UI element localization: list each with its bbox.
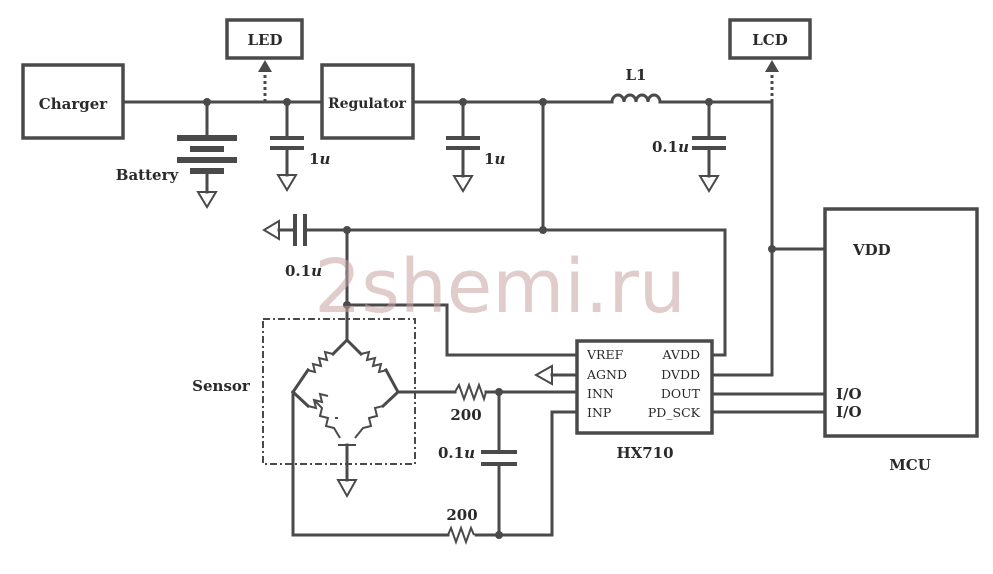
sensor-bridge: Sensor [192, 318, 416, 499]
lcd-block: LCD [728, 18, 812, 60]
cap-1u-right-unit: u [494, 150, 505, 168]
svg-text:0.1u: 0.1u [652, 138, 689, 156]
cap-01u-decoupling-unit: u [311, 262, 322, 280]
lcd-arrow [765, 60, 779, 102]
capacitor-1u-left: 1u [270, 136, 330, 192]
cap-01u-decoupling-value: 0.1 [285, 262, 311, 280]
cap-01u-filter-unit: u [464, 444, 475, 462]
lcd-label: LCD [752, 31, 788, 49]
inductor-label: L1 [626, 66, 647, 84]
regulator-block: Regulator [320, 63, 415, 140]
io-label-1: I/O [836, 385, 862, 403]
cap-01u-l1-value: 0.1 [652, 138, 678, 156]
cap-1u-left-unit: u [319, 150, 330, 168]
io-label-2: I/O [836, 403, 862, 421]
hx710-label: HX710 [616, 444, 673, 462]
watermark: 2shemi.ru [314, 244, 686, 330]
capacitor-1u-right: 1u [446, 136, 505, 193]
junctions [203, 98, 776, 539]
res-200-top-label: 200 [450, 406, 481, 424]
capacitor-01u-filter: 0.1u [438, 444, 517, 466]
pin-inp: INP [587, 405, 611, 420]
svg-text:1u: 1u [484, 150, 505, 168]
led-arrow [258, 60, 272, 102]
charger-block: Charger [21, 63, 125, 140]
capacitor-01u-decoupling: 0.1u [262, 214, 322, 280]
battery-symbol: Battery [116, 135, 237, 209]
pin-agnd: AGND [586, 367, 627, 382]
led-label: LED [248, 31, 283, 49]
svg-text:1u: 1u [309, 150, 330, 168]
pin-avdd: AVDD [662, 347, 700, 362]
led-block: LED [225, 18, 304, 60]
vdd-label: VDD [852, 241, 891, 259]
resistor-200-bottom: 200 [446, 506, 478, 545]
resistor-200-top: 200 [450, 382, 487, 424]
mcu-label: MCU [889, 456, 931, 474]
battery-label: Battery [116, 166, 180, 184]
hx710-chip: VREF AGND INN INP AVDD DVDD DOUT PD_SCK … [575, 339, 714, 462]
pin-dout: DOUT [661, 386, 701, 401]
svg-text:0.1u: 0.1u [438, 444, 475, 462]
cap-01u-filter-value: 0.1 [438, 444, 464, 462]
pin-pd-sck: PD_SCK [648, 405, 701, 420]
svg-text:0.1u: 0.1u [285, 262, 322, 280]
pin-dvdd: DVDD [661, 367, 700, 382]
res-200-bottom-label: 200 [446, 506, 477, 524]
cap-1u-left-value: 1 [309, 150, 319, 168]
pin-vref: VREF [586, 347, 624, 362]
cap-01u-l1-unit: u [678, 138, 689, 156]
regulator-label: Regulator [328, 96, 407, 112]
mcu-block: VDD I/O I/O MCU [823, 207, 979, 474]
agnd-arrow [533, 364, 553, 386]
sensor-label: Sensor [192, 377, 251, 395]
pin-inn: INN [587, 386, 614, 401]
wires [121, 100, 827, 537]
charger-label: Charger [39, 95, 108, 113]
cap-1u-right-value: 1 [484, 150, 494, 168]
capacitor-01u-l1: 0.1u [652, 136, 726, 193]
inductor-l1: L1 [610, 66, 662, 104]
